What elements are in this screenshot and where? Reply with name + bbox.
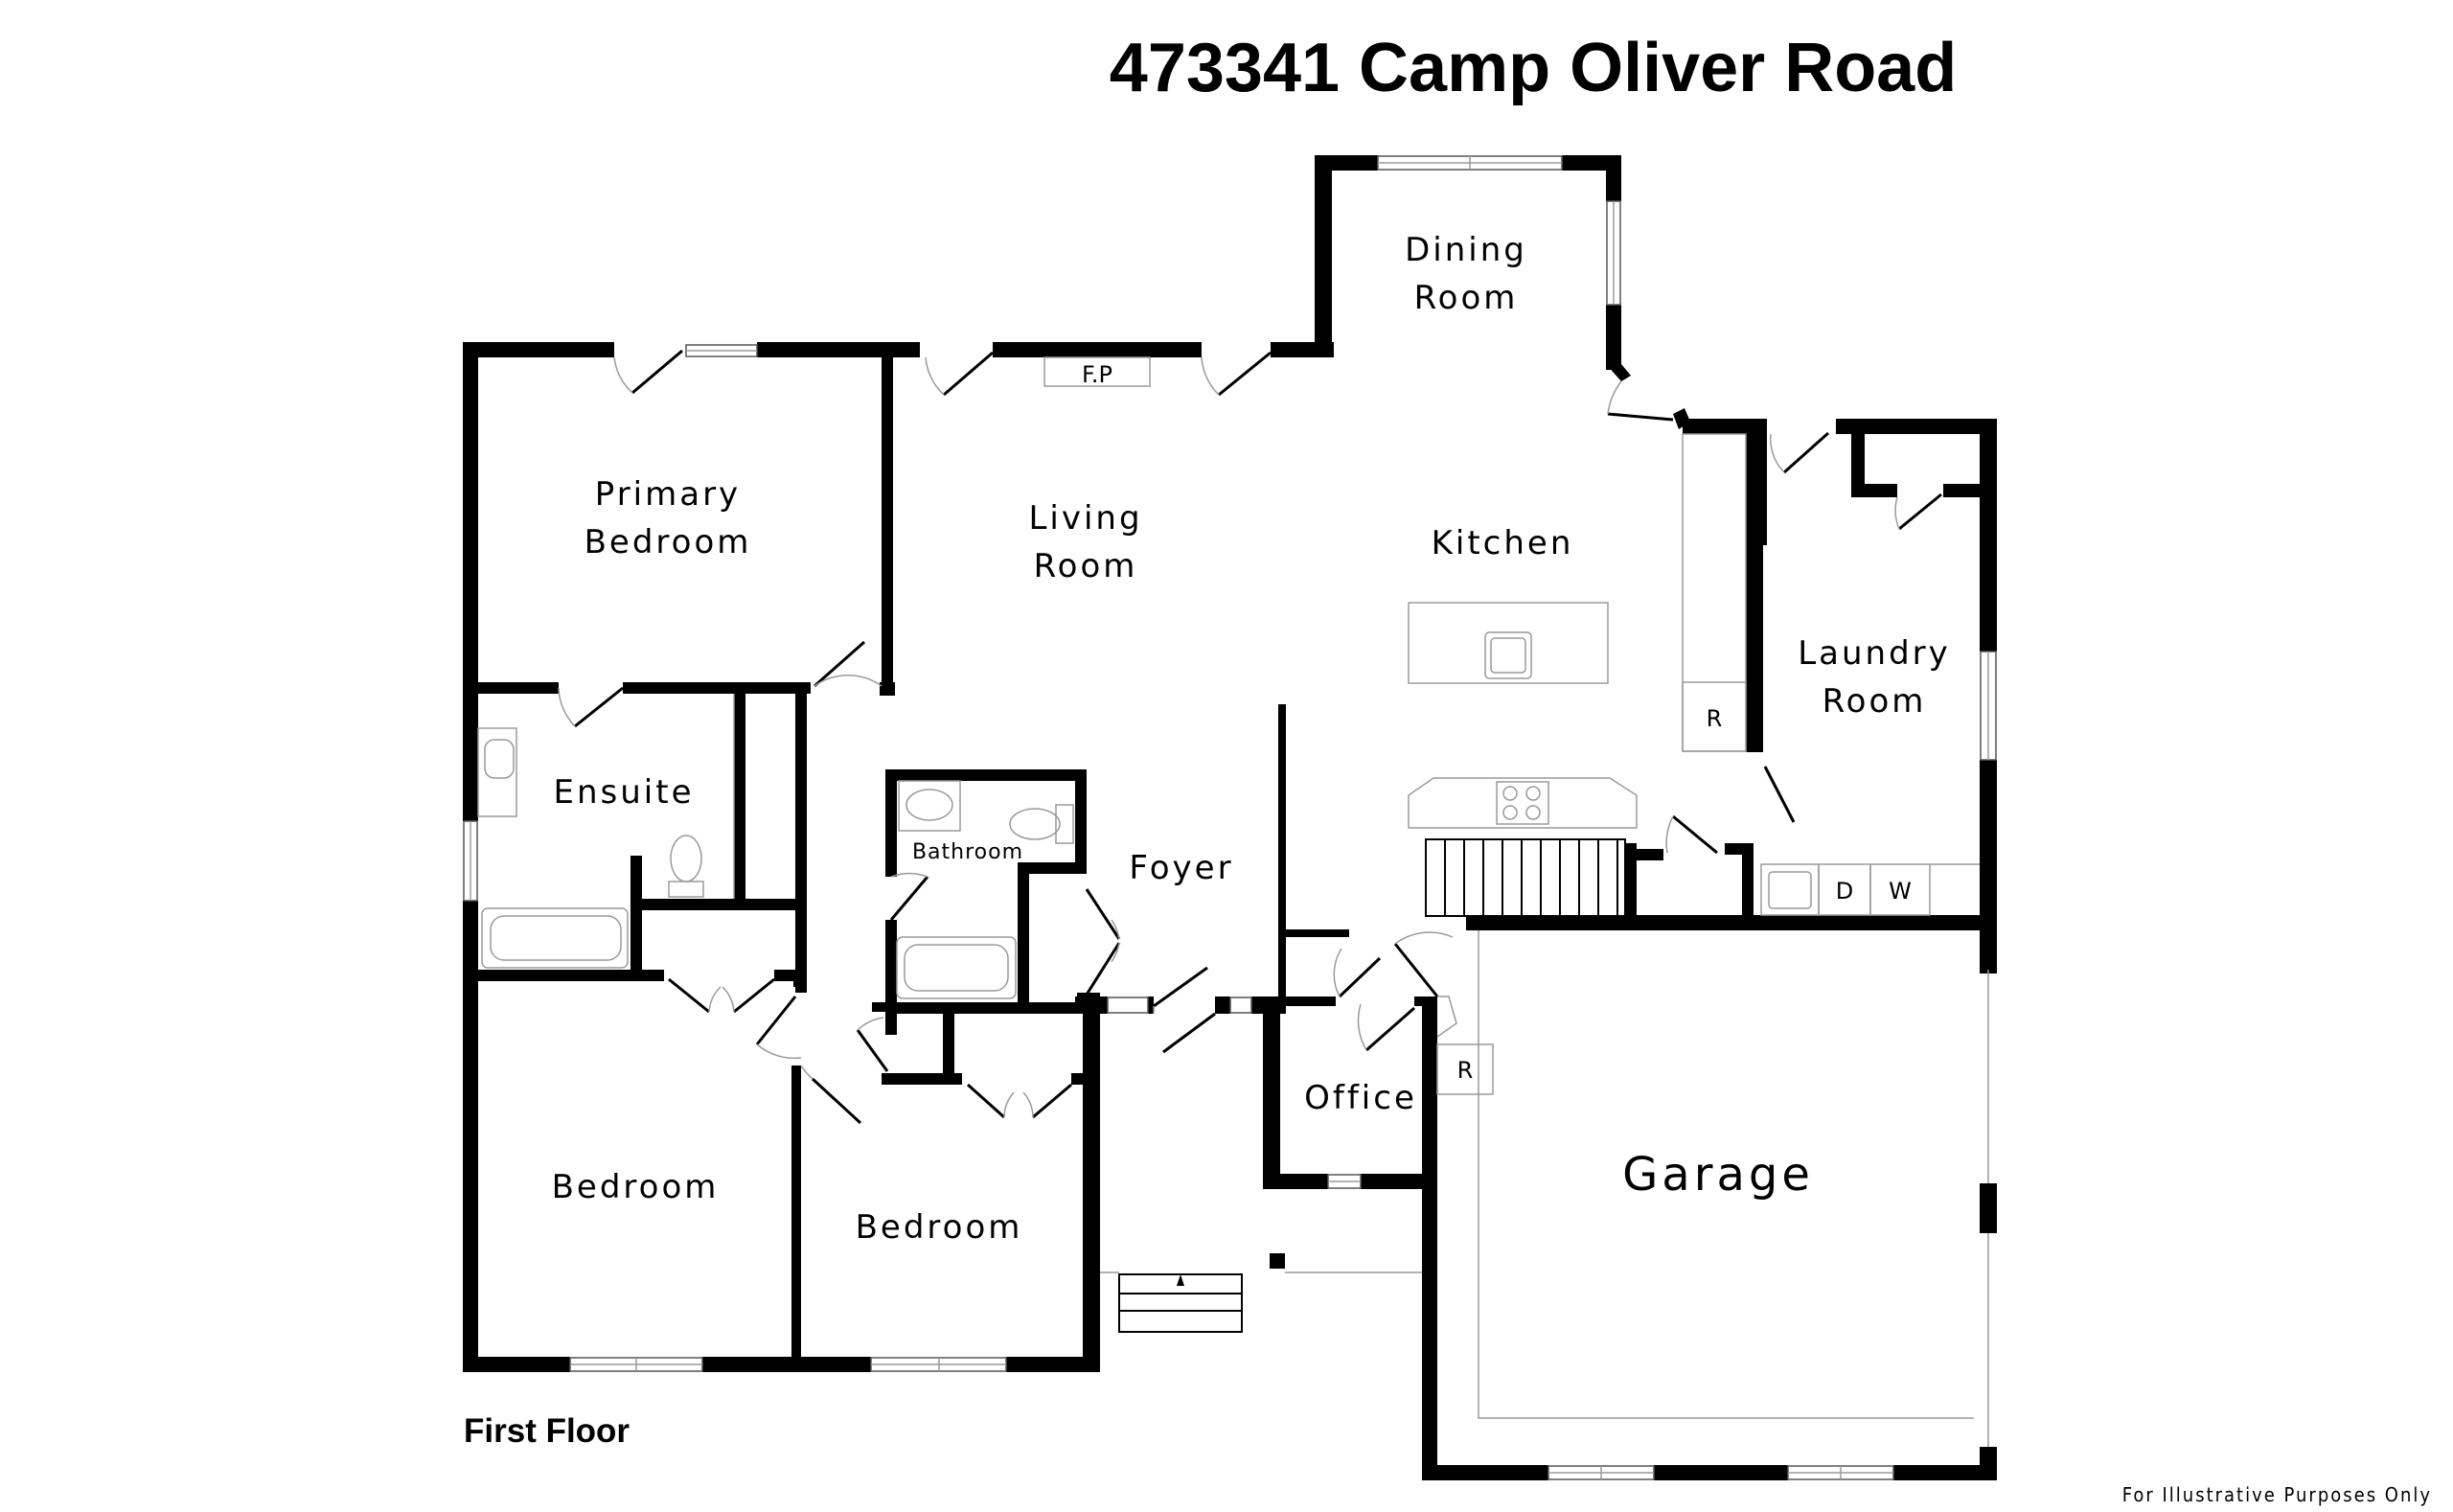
ensuite-label: Ensuite [554, 773, 695, 812]
bathroom-toilet-icon [1055, 804, 1074, 844]
primary-bedroom-label-2: Bedroom [585, 523, 752, 561]
kitchen-island [1408, 602, 1609, 684]
washer-label: W [1889, 878, 1912, 905]
bedroom-left-label: Bedroom [552, 1168, 720, 1206]
ensuite-toilet-icon [668, 881, 704, 898]
dryer-label: D [1836, 878, 1853, 905]
walls [463, 155, 1997, 1480]
dining-room-label-1: Dining [1405, 231, 1527, 269]
ensuite-tub-icon [481, 907, 629, 969]
garage-fridge-label: R [1457, 1057, 1474, 1084]
fireplace-icon [1043, 356, 1151, 387]
foyer-label: Foyer [1129, 849, 1233, 887]
bathroom-tub-icon [896, 936, 1017, 999]
floor-label: First Floor [464, 1412, 630, 1450]
windows [463, 155, 1997, 1480]
dining-room-label-2: Room [1414, 279, 1519, 317]
doors [558, 349, 1942, 1125]
kitchen-fridge-label: R [1707, 705, 1723, 732]
bedroom-right-label: Bedroom [856, 1208, 1023, 1247]
laundry-room-label-1: Laundry [1798, 634, 1951, 673]
living-room-label-1: Living [1028, 499, 1142, 538]
stairs-icon [1425, 838, 1626, 917]
washer-icon [1869, 863, 1931, 916]
kitchen-label: Kitchen [1432, 524, 1574, 562]
bathroom-label: Bathroom [912, 840, 1023, 864]
ensuite-vanity-icon [477, 727, 517, 817]
bathroom-vanity-icon [898, 780, 961, 832]
garage-label: Garage [1622, 1148, 1814, 1202]
living-room-label-2: Room [1034, 547, 1138, 585]
page-title: 473341 Camp Oliver Road [1110, 30, 1957, 106]
peninsula [1408, 777, 1638, 829]
fixtures: F.P R D W [477, 356, 1980, 1333]
stove-icon [1496, 781, 1549, 825]
primary-bedroom-label-1: Primary [595, 475, 741, 514]
room-labels: Dining Room Primary Bedroom Living Room … [552, 231, 1951, 1247]
sink-icon [1484, 631, 1532, 679]
office-label: Office [1304, 1079, 1417, 1117]
fireplace-label: F.P [1082, 361, 1112, 388]
disclaimer: For Illustrative Purposes Only [2122, 1483, 2432, 1506]
garage-fridge-icon [1436, 1043, 1494, 1095]
laundry-room-label-2: Room [1823, 682, 1927, 721]
